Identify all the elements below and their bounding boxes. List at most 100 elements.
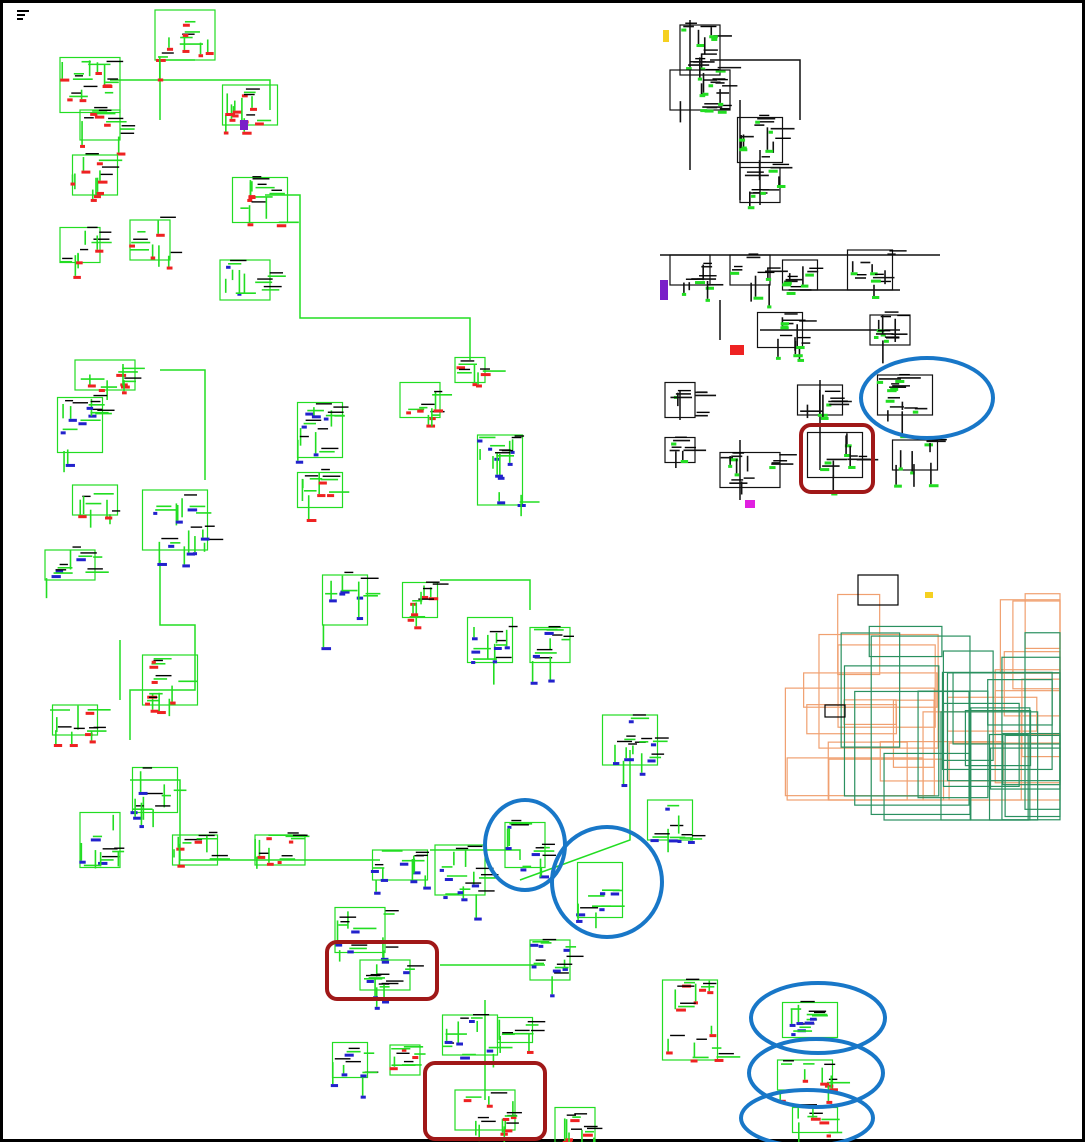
bus-label-mark xyxy=(801,342,811,344)
bus-label-mark xyxy=(87,568,103,570)
bus-label-mark xyxy=(107,78,119,80)
load-symbol xyxy=(671,442,677,446)
bus-label-mark xyxy=(891,383,900,385)
bus-label-mark xyxy=(506,1122,519,1124)
load-symbol xyxy=(186,552,196,556)
trunk-line xyxy=(440,579,531,610)
cluster-bus-ring xyxy=(504,821,546,869)
bus-label-mark xyxy=(142,767,153,769)
load-symbol xyxy=(344,1053,354,1057)
load-symbol xyxy=(894,484,902,488)
bus-label-mark xyxy=(257,278,273,280)
cluster-bus-ring xyxy=(434,844,486,896)
load-symbol xyxy=(382,1000,390,1004)
load-symbol xyxy=(266,862,274,866)
load-symbol xyxy=(104,123,111,127)
cluster-bus-ring xyxy=(59,56,121,114)
load-symbol xyxy=(129,244,135,248)
network-loop xyxy=(941,671,1053,771)
highlight-ellipse xyxy=(747,1037,885,1109)
bus-label-mark xyxy=(495,656,512,659)
bus-label-mark xyxy=(182,33,195,35)
feeder-cluster xyxy=(504,819,557,879)
bus-label-mark xyxy=(809,267,824,269)
bus-label-mark xyxy=(133,238,148,240)
load-symbol xyxy=(610,892,620,896)
load-symbol xyxy=(552,969,561,973)
feeder-cluster xyxy=(729,253,788,309)
load-symbol xyxy=(765,149,774,153)
load-symbol xyxy=(507,825,512,829)
bus-label-mark xyxy=(396,1052,410,1054)
load-symbol xyxy=(130,811,138,815)
load-symbol xyxy=(782,283,792,287)
cluster-bus-ring xyxy=(399,381,441,419)
bus-label-mark xyxy=(583,1125,598,1128)
bus-label-mark xyxy=(423,587,433,590)
bus-label-mark xyxy=(351,944,368,946)
highlight-ellipse xyxy=(739,1088,875,1142)
load-symbol xyxy=(738,138,746,142)
bus-label-mark xyxy=(190,526,203,528)
load-symbol xyxy=(51,575,61,579)
feeder-cluster xyxy=(496,1016,546,1054)
bus-label-mark xyxy=(90,400,101,403)
load-symbol xyxy=(120,385,130,389)
load-symbol xyxy=(532,654,540,658)
load-symbol xyxy=(697,77,702,81)
load-symbol xyxy=(824,461,832,465)
load-symbol xyxy=(844,453,851,457)
bus-label-mark xyxy=(59,563,68,566)
load-symbol xyxy=(497,476,505,480)
feeder-cluster xyxy=(51,704,111,748)
load-symbol xyxy=(232,110,242,114)
cluster-bus-ring xyxy=(79,811,121,869)
load-symbol xyxy=(257,855,266,859)
bus-label-mark xyxy=(299,435,309,438)
feeder-cluster xyxy=(529,625,574,685)
load-symbol xyxy=(192,552,198,556)
load-symbol xyxy=(563,948,570,952)
feeder-cluster xyxy=(74,359,145,401)
load-symbol xyxy=(85,733,93,737)
bus-label-mark xyxy=(514,435,525,437)
load-symbol xyxy=(248,195,256,199)
load-symbol xyxy=(472,383,478,387)
bus-label-mark xyxy=(120,132,135,134)
load-symbol xyxy=(347,950,354,954)
cluster-bus-ring xyxy=(231,176,289,224)
load-symbol xyxy=(60,78,70,82)
bus-label-mark xyxy=(761,156,770,158)
bus-label-mark xyxy=(696,411,710,414)
load-symbol xyxy=(366,979,374,983)
load-symbol xyxy=(403,971,410,975)
bus-label-mark xyxy=(809,1112,823,1114)
bus-label-mark xyxy=(62,257,73,260)
load-symbol xyxy=(873,335,879,339)
load-symbol xyxy=(417,409,424,413)
bus-label-mark xyxy=(899,373,910,376)
load-symbol xyxy=(728,464,733,468)
bus-label-mark xyxy=(414,855,424,857)
load-symbol xyxy=(680,460,689,464)
bus-label-mark xyxy=(74,75,83,77)
load-symbol xyxy=(751,194,756,198)
feeder-cluster xyxy=(399,381,453,428)
bus-label-mark xyxy=(161,52,174,54)
cluster-bus-ring xyxy=(601,714,659,766)
load-symbol xyxy=(599,892,606,896)
feeder-cluster xyxy=(646,799,706,853)
load-symbol xyxy=(406,411,412,415)
bus-label-mark xyxy=(704,103,719,105)
bus-label-mark xyxy=(271,189,283,191)
load-symbol xyxy=(225,113,236,117)
load-symbol xyxy=(381,960,390,964)
load-symbol xyxy=(139,825,144,829)
feeder-cluster xyxy=(296,468,350,523)
load-symbol xyxy=(820,468,830,472)
bus-label-mark xyxy=(381,982,399,985)
feeder-cluster xyxy=(44,546,109,599)
bus-label-mark xyxy=(149,696,158,699)
bus-label-mark xyxy=(877,329,891,332)
